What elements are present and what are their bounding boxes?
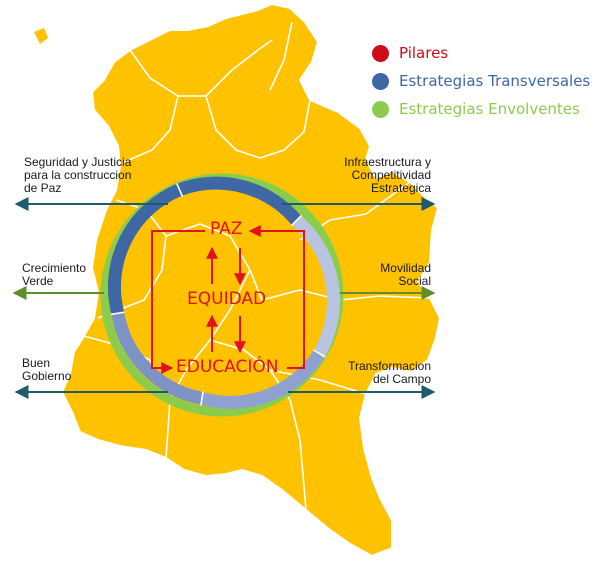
legend-item-pilares: Pilares	[372, 44, 448, 62]
legend-dot-pilares	[372, 44, 389, 62]
legend-label-pilares: Pilares	[399, 44, 449, 62]
legend-label-envolventes: Estrategias Envolventes	[399, 100, 580, 118]
legend-item-transversales: Estrategias Transversales	[372, 72, 590, 90]
ring-dividers	[110, 183, 326, 406]
label-crecimiento: Crecimiento Verde	[22, 261, 87, 288]
legend-dot-transversales	[372, 72, 389, 90]
island-shape	[34, 28, 48, 44]
legend-label-transversales: Estrategias Transversales	[399, 72, 591, 90]
pillar-connectors	[151, 225, 305, 374]
transversales-ring	[107, 176, 341, 409]
pillar-equidad: EQUIDAD	[187, 289, 267, 309]
label-movilidad: Movilidad Social	[380, 261, 431, 288]
strategy-arrows	[12, 197, 436, 399]
pillar-educacion: EDUCACIÓN	[176, 357, 279, 377]
legend-item-envolventes: Estrategias Envolventes	[372, 100, 580, 118]
connector-left	[151, 230, 205, 374]
label-infraestructura: Infraestructura y Competitividad Estrate…	[344, 155, 431, 195]
label-campo: Transformacion del Campo	[348, 359, 431, 386]
pillar-paz: PAZ	[210, 219, 243, 239]
legend-dot-envolventes	[372, 100, 389, 118]
label-seguridad: Seguridad y Justicia para la construccio…	[24, 155, 132, 195]
label-gobierno: Buen Gobierno	[22, 356, 72, 383]
connector-right	[248, 225, 305, 369]
